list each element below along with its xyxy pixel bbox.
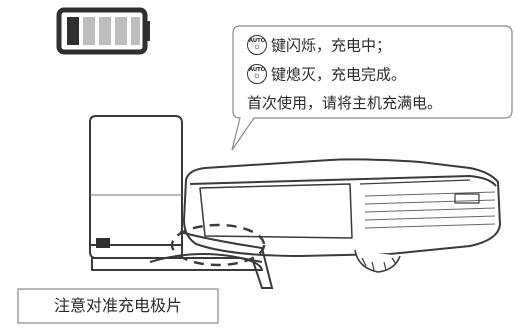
charging-contacts — [149, 223, 274, 289]
battery-icon — [56, 7, 150, 55]
charging-dock — [89, 115, 263, 271]
robot-vacuum — [183, 158, 501, 273]
note-box — [17, 288, 219, 324]
callout-bubble — [231, 25, 513, 151]
